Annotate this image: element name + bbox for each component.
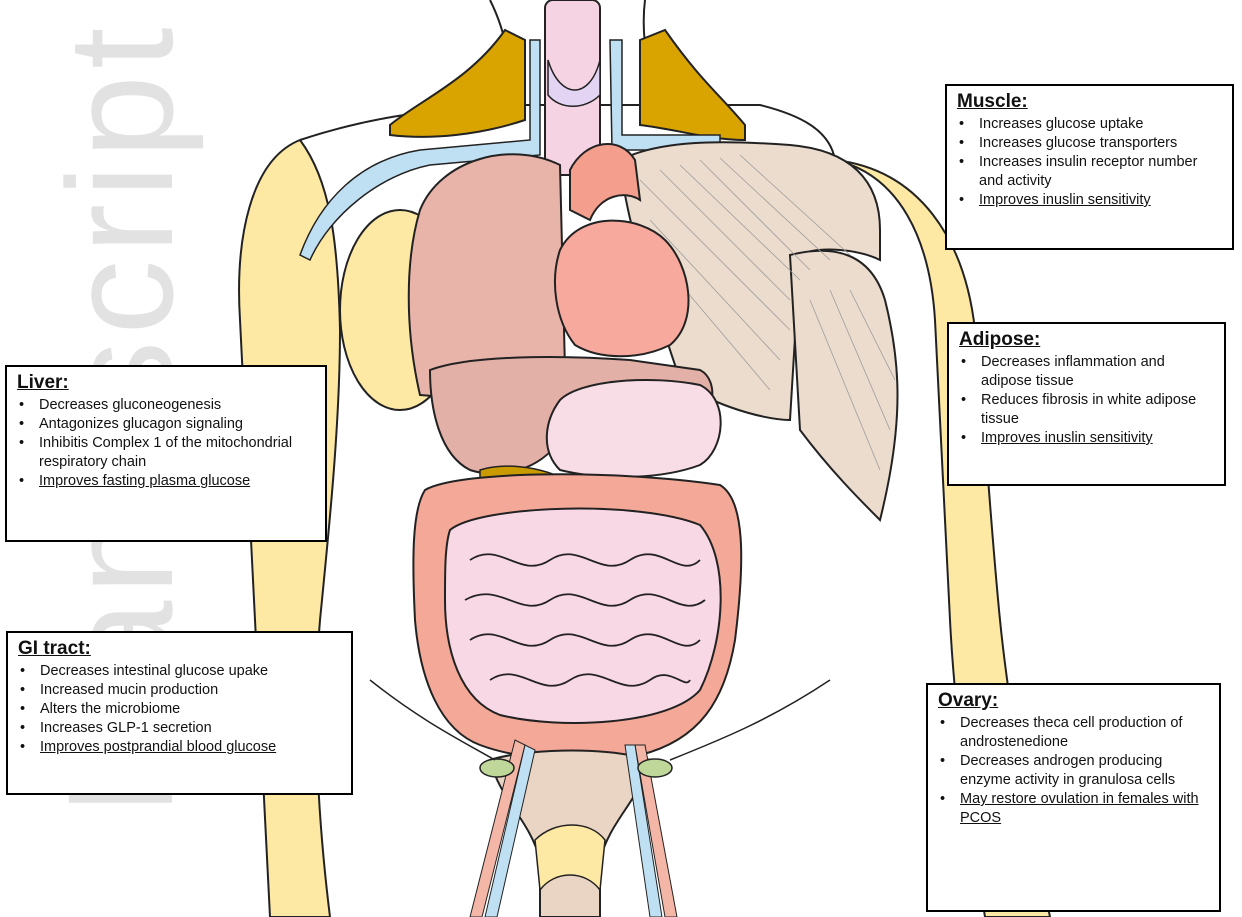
list-item-key: Improves fasting plasma glucose bbox=[17, 472, 315, 491]
stomach bbox=[547, 380, 721, 477]
list-item: Alters the microbiome bbox=[18, 700, 341, 719]
gi-tract-info-box: GI tract: Decreases intestinal glucose u… bbox=[6, 631, 353, 795]
ovary-title: Ovary: bbox=[938, 690, 1209, 712]
list-item: Increases glucose transporters bbox=[957, 134, 1222, 153]
list-item: Decreases theca cell production of andro… bbox=[938, 714, 1209, 752]
muscle-info-box: Muscle: Increases glucose uptake Increas… bbox=[945, 84, 1234, 250]
list-item: Decreases intestinal glucose upake bbox=[18, 662, 341, 681]
list-item-key: Improves inuslin sensitivity bbox=[957, 191, 1222, 210]
list-item: Reduces fibrosis in white adipose tissue bbox=[959, 391, 1214, 429]
small-intestine bbox=[445, 509, 721, 723]
ovary-list: Decreases theca cell production of andro… bbox=[938, 714, 1209, 828]
ovary-info-box: Ovary: Decreases theca cell production o… bbox=[926, 683, 1221, 912]
list-item-key: Improves inuslin sensitivity bbox=[959, 429, 1214, 448]
list-item: Increases insulin receptor number and ac… bbox=[957, 153, 1222, 191]
liver-list: Decreases gluconeogenesis Antagonizes gl… bbox=[17, 396, 315, 491]
liver-info-box: Liver: Decreases gluconeogenesis Antagon… bbox=[5, 365, 327, 542]
gi-tract-list: Decreases intestinal glucose upake Incre… bbox=[18, 662, 341, 757]
list-item-key: Improves postprandial blood glucose bbox=[18, 738, 341, 757]
list-item: Antagonizes glucagon signaling bbox=[17, 415, 315, 434]
list-item: Increased mucin production bbox=[18, 681, 341, 700]
muscle-title: Muscle: bbox=[957, 91, 1222, 113]
liver-title: Liver: bbox=[17, 372, 315, 394]
list-item: Inhibitis Complex 1 of the mitochondrial… bbox=[17, 434, 315, 472]
list-item: Decreases androgen producing enzyme acti… bbox=[938, 752, 1209, 790]
adipose-info-box: Adipose: Decreases inflammation and adip… bbox=[947, 322, 1226, 486]
deltoid-muscle bbox=[790, 251, 898, 520]
list-item: Decreases gluconeogenesis bbox=[17, 396, 315, 415]
adipose-list: Decreases inflammation and adipose tissu… bbox=[959, 353, 1214, 448]
left-ovary bbox=[480, 759, 514, 777]
right-ovary bbox=[638, 759, 672, 777]
list-item: Increases GLP-1 secretion bbox=[18, 719, 341, 738]
list-item: Increases glucose uptake bbox=[957, 115, 1222, 134]
muscle-list: Increases glucose uptake Increases gluco… bbox=[957, 115, 1222, 210]
list-item-key: May restore ovulation in females with PC… bbox=[938, 790, 1209, 828]
left-clavicle bbox=[390, 30, 525, 137]
adipose-title: Adipose: bbox=[959, 329, 1214, 351]
right-clavicle bbox=[640, 30, 745, 140]
list-item: Decreases inflammation and adipose tissu… bbox=[959, 353, 1214, 391]
gi-tract-title: GI tract: bbox=[18, 638, 341, 660]
